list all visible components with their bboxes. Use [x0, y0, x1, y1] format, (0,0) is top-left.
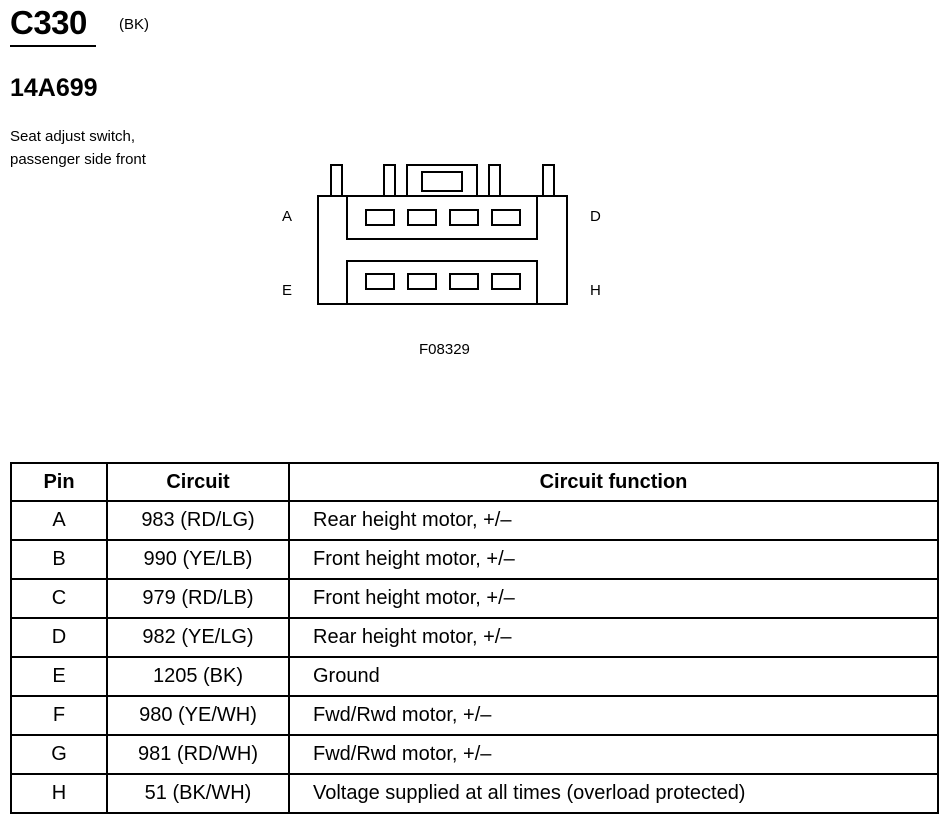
pin-cell: B — [10, 539, 108, 580]
pin-cell: A — [10, 500, 108, 541]
header-circuit-function: Circuit function — [288, 462, 939, 502]
pin-cell: C — [10, 578, 108, 619]
cavity-d — [491, 209, 521, 226]
table-row: C 979 (RD/LB) Front height motor, +/– — [10, 578, 939, 619]
circuit-cell: 981 (RD/WH) — [106, 734, 290, 775]
header-pin: Pin — [10, 462, 108, 502]
function-cell: Fwd/Rwd motor, +/– — [288, 695, 939, 736]
circuit-cell: 51 (BK/WH) — [106, 773, 290, 814]
connector-id-underline — [10, 45, 96, 47]
cavity-h — [491, 273, 521, 290]
pin-label-e: E — [282, 282, 293, 299]
pin-cell: G — [10, 734, 108, 775]
function-cell: Rear height motor, +/– — [288, 500, 939, 541]
connector-terminal-post — [330, 164, 343, 197]
circuit-cell: 979 (RD/LB) — [106, 578, 290, 619]
cavity-c — [449, 209, 479, 226]
connector-terminal-post — [542, 164, 555, 197]
table-row: A 983 (RD/LG) Rear height motor, +/– — [10, 500, 939, 541]
figure-id: F08329 — [419, 341, 470, 358]
cavity-a — [365, 209, 395, 226]
circuit-cell: 982 (YE/LG) — [106, 617, 290, 658]
function-cell: Voltage supplied at all times (overload … — [288, 773, 939, 814]
cavity-f — [407, 273, 437, 290]
table-row: E 1205 (BK) Ground — [10, 656, 939, 697]
circuit-cell: 1205 (BK) — [106, 656, 290, 697]
table-row: H 51 (BK/WH) Voltage supplied at all tim… — [10, 773, 939, 814]
cavity-e — [365, 273, 395, 290]
table-row: B 990 (YE/LB) Front height motor, +/– — [10, 539, 939, 580]
connector-color-code: (BK) — [119, 16, 149, 33]
table-row: F 980 (YE/WH) Fwd/Rwd motor, +/– — [10, 695, 939, 736]
function-cell: Ground — [288, 656, 939, 697]
function-cell: Fwd/Rwd motor, +/– — [288, 734, 939, 775]
table-row: D 982 (YE/LG) Rear height motor, +/– — [10, 617, 939, 658]
table-header-row: Pin Circuit Circuit function — [10, 462, 939, 502]
circuit-cell: 983 (RD/LG) — [106, 500, 290, 541]
part-number: 14A699 — [10, 74, 98, 102]
pin-cell: F — [10, 695, 108, 736]
connector-housing — [317, 195, 568, 305]
connector-terminal-post — [488, 164, 501, 197]
pin-label-h: H — [590, 282, 601, 299]
table-row: G 981 (RD/WH) Fwd/Rwd motor, +/– — [10, 734, 939, 775]
pin-label-d: D — [590, 208, 601, 225]
connector-lock-tab-inner — [421, 171, 463, 192]
connector-terminal-post — [383, 164, 396, 197]
header-circuit: Circuit — [106, 462, 290, 502]
pin-cell: D — [10, 617, 108, 658]
circuit-cell: 980 (YE/WH) — [106, 695, 290, 736]
cavity-b — [407, 209, 437, 226]
circuit-cell: 990 (YE/LB) — [106, 539, 290, 580]
component-description-line1: Seat adjust switch, — [10, 128, 136, 145]
cavity-g — [449, 273, 479, 290]
connector-face-diagram — [317, 164, 568, 305]
pinout-table: Pin Circuit Circuit function A 983 (RD/L… — [10, 462, 939, 814]
lower-cavity-block — [346, 260, 538, 305]
pin-cell: E — [10, 656, 108, 697]
connector-id: C330 — [10, 4, 87, 41]
function-cell: Rear height motor, +/– — [288, 617, 939, 658]
function-cell: Front height motor, +/– — [288, 539, 939, 580]
pin-cell: H — [10, 773, 108, 814]
component-description-line2: passenger side front — [10, 151, 146, 168]
upper-cavity-block — [346, 195, 538, 240]
function-cell: Front height motor, +/– — [288, 578, 939, 619]
pin-label-a: A — [282, 208, 293, 225]
